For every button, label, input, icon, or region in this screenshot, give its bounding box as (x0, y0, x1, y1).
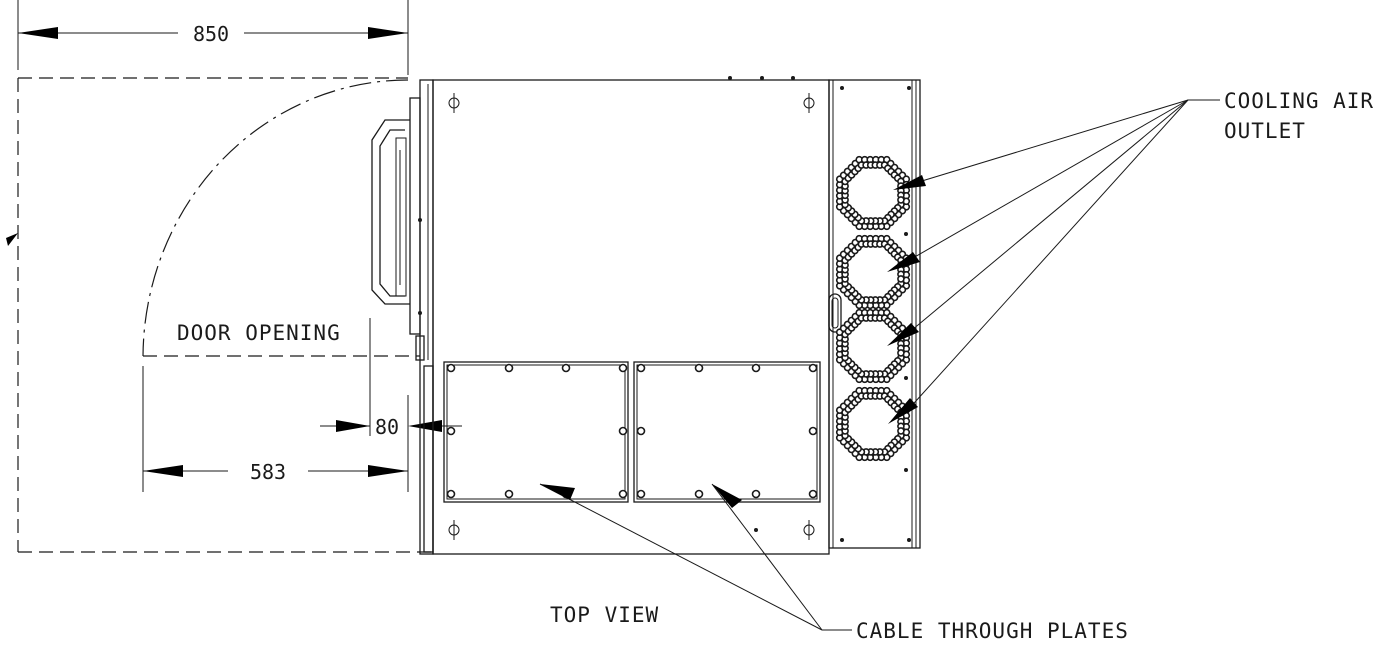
dimension-583-label: 583 (250, 460, 286, 484)
cable-through-plates-label: CABLE THROUGH PLATES (856, 619, 1129, 643)
lifting-point-icon (803, 520, 815, 540)
fan-outlet (835, 234, 911, 310)
dimension-583: 583 (142, 366, 409, 492)
door-opening-label: DOOR OPENING (177, 321, 341, 345)
lifting-point-icon (803, 93, 815, 113)
cooling-air-outlet-label: COOLING AIR (1224, 89, 1374, 113)
fan-outlet (835, 155, 911, 231)
cooling-air-leaders (887, 99, 1220, 424)
dimension-850: 850 (17, 0, 409, 75)
lifting-point-icon (448, 93, 460, 113)
door-hinge-assembly (371, 79, 434, 555)
dimension-850-label: 850 (193, 22, 229, 46)
cable-plate-right (633, 361, 821, 503)
fan-outlet (835, 308, 911, 384)
cable-plates-leaders (539, 483, 852, 631)
cable-plate-left (443, 361, 629, 503)
dimension-80-label: 80 (375, 415, 399, 439)
main-cabinet (432, 76, 830, 555)
fan-outlet (835, 386, 911, 462)
top-view-label: TOP VIEW (550, 603, 659, 627)
door-swing-outline (6, 77, 432, 553)
lifting-point-icon (448, 520, 460, 540)
fan-section (828, 79, 921, 549)
dimension-80: 80 (320, 318, 462, 439)
cooling-air-outlet-label-line2: OUTLET (1224, 119, 1306, 143)
